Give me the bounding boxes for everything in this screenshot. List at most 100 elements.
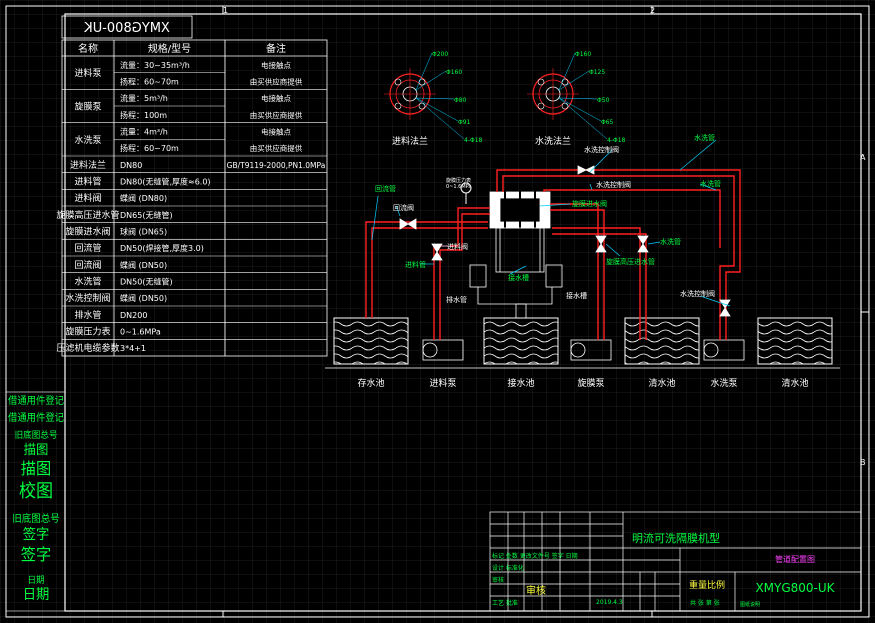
label-feed-pump: 进料泵 — [429, 377, 456, 389]
label-wash-pipe: 水洗管 — [694, 133, 715, 142]
label-membrane-hp-pipe: 旋膜高压进水管 — [606, 257, 655, 266]
return-valve — [399, 218, 417, 230]
side-stamp-text: 旧底图总号 — [12, 512, 60, 525]
label-clean-tank-1: 清水池 — [648, 377, 675, 389]
table-row-name: 进料泵 — [74, 67, 101, 79]
tb-row-3: 审核 — [492, 576, 504, 584]
label-tank-receiving-upper: 接水槽 — [566, 291, 587, 300]
table-header-0: 名称 — [78, 42, 98, 55]
table-row-name: 压滤机电缆参数 — [56, 342, 119, 354]
flange-dim: Φ80 — [454, 97, 467, 104]
label-wash-pipe-3: 水洗管 — [660, 237, 681, 246]
flange-dim: Φ200 — [432, 51, 448, 58]
wash-pump — [703, 339, 745, 361]
table-row-spec: 蝶阀 (DN80) — [120, 193, 167, 203]
table-row-note: 由买供应商提供 — [250, 143, 303, 153]
table-row-note: 由买供应商提供 — [250, 110, 303, 120]
flange-dim: Φ160 — [575, 51, 591, 58]
table-row-spec: 蝶阀 (DN50) — [120, 293, 167, 303]
label-wash-valve-mid: 水洗控制阀 — [596, 180, 631, 189]
table-row-note: 电接触点 — [261, 127, 291, 137]
table-row-name: 水洗泵 — [74, 134, 101, 146]
table-row-spec: 3*4+1 — [120, 344, 146, 353]
table-row-spec: 蝶阀 (DN50) — [120, 260, 167, 270]
spec-table-rows: 名称规格/型号备注进料泵流量：30~35m³/h扬程：60~70m电接触点由买供… — [56, 42, 327, 354]
table-row-spec: 0~1.6MPa — [120, 328, 161, 337]
tb-row-2: 设计 标准化 — [492, 564, 524, 572]
side-stamp-text: 签字 — [21, 545, 51, 564]
side-stamp-text: 描图 — [24, 443, 49, 458]
table-row-spec: 球阀 (DN65) — [120, 227, 167, 237]
side-stamp-text: 旧底图总号 — [15, 429, 58, 441]
pressure-gauge — [460, 182, 472, 204]
table-row-spec: 扬程：60~70m — [120, 77, 179, 87]
table-row-note: 电接触点 — [261, 60, 291, 70]
table-row-name: 排水管 — [74, 309, 101, 321]
table-row-spec: DN80 — [120, 161, 142, 170]
table-row-spec: DN80(无缝管,厚度≈6.0) — [120, 177, 211, 187]
table-row-name: 回流阀 — [74, 259, 101, 271]
table-row-spec: DN50(焊接管,厚度3.0) — [120, 243, 204, 253]
label-membrane-pump: 旋膜泵 — [577, 377, 604, 389]
flange-label: 进料法兰 — [392, 135, 428, 147]
col-label-2: 2 — [650, 6, 655, 15]
title-block-text: 明流可洗隔膜机型 管道配置图 XMYG800-UK 重量比例 审核 标记 处数 … — [492, 531, 836, 608]
table-row-name: 旋膜泵 — [74, 101, 101, 113]
table-row-name: 旋膜高压进水管 — [56, 209, 119, 221]
side-stamp-text: 校图 — [19, 481, 53, 502]
filter-press — [469, 190, 563, 319]
scale-label: 重量比例 — [689, 579, 725, 591]
flange-dim: Φ160 — [446, 69, 462, 76]
label-membrane-inlet-valve: 旋膜进水阀 — [572, 199, 607, 208]
label-gauge-2: 0~1.6MPa — [446, 184, 472, 190]
tb-small-tag: 图纸说明 — [740, 601, 760, 608]
drawing-title: 明流可洗隔膜机型 — [632, 531, 720, 545]
side-stamp-text: 签字 — [23, 526, 50, 543]
spec-table: XMYG800-UK — [61, 15, 328, 357]
label-wash-pump: 水洗泵 — [710, 377, 737, 389]
row-label-a: A — [860, 153, 866, 162]
table-row-name: 进料阀 — [74, 192, 101, 204]
process-diagram: 回流管 回流阀 进料阀 进料管 接水槽 排水管 水洗控制阀 水洗管 水洗控制阀 … — [325, 133, 840, 389]
label-drain-pipe: 排水管 — [446, 295, 467, 304]
wash-valve-low — [719, 299, 731, 317]
label-storage-tank: 存水池 — [357, 377, 384, 389]
table-header-1: 规格/型号 — [148, 42, 191, 55]
label-wash-valve-low: 水洗控制阀 — [680, 289, 715, 298]
side-stamp-text: 借通用件登记 — [8, 394, 64, 407]
tb-row-1: 标记 处数 更改文件号 签字 日期 — [492, 552, 578, 560]
tank-clean-1 — [624, 317, 700, 365]
label-gauge-1: 旋膜压力表 — [446, 177, 471, 184]
leader-lines — [371, 139, 731, 307]
table-row-name: 回流管 — [74, 242, 101, 254]
table-row-name: 进料法兰 — [70, 159, 106, 171]
tank-receiving — [483, 317, 559, 365]
label-receiving-tank: 接水池 — [507, 377, 534, 389]
table-row-spec: 扬程：100m — [120, 110, 167, 120]
side-stamp-text: 日期 — [23, 587, 50, 603]
table-code-mirrored: XMYG800-UK — [84, 21, 170, 36]
table-row-note: GB/T9119-2000,PN1.0MPa — [227, 161, 326, 170]
label-wash-valve-top: 水洗控制阀 — [584, 145, 619, 154]
label-return-valve: 回流阀 — [393, 203, 414, 212]
flange-dim: Φ125 — [589, 69, 605, 76]
table-row-note: 由买供应商提供 — [250, 77, 303, 87]
feed-valve — [431, 243, 443, 261]
tank-storage — [333, 317, 409, 365]
table-row-name: 进料管 — [74, 176, 101, 188]
valves — [399, 165, 731, 317]
side-stamp-text: 借通用件登记 — [8, 411, 64, 424]
tb-sheet: 共 张 第 张 — [690, 599, 720, 607]
side-stamp-text: 描图 — [21, 459, 51, 478]
tank-clean-2 — [757, 317, 833, 365]
tb-row-4: 工艺 批准 — [492, 599, 518, 607]
label-wash-pipe-2: 水洗管 — [700, 179, 721, 188]
flange-dim: 4-Φ18 — [464, 137, 483, 144]
table-row-spec: DN50(无缝管) — [120, 277, 173, 287]
table-header-2: 备注 — [266, 42, 286, 55]
label-return-pipe: 回流管 — [375, 184, 396, 193]
